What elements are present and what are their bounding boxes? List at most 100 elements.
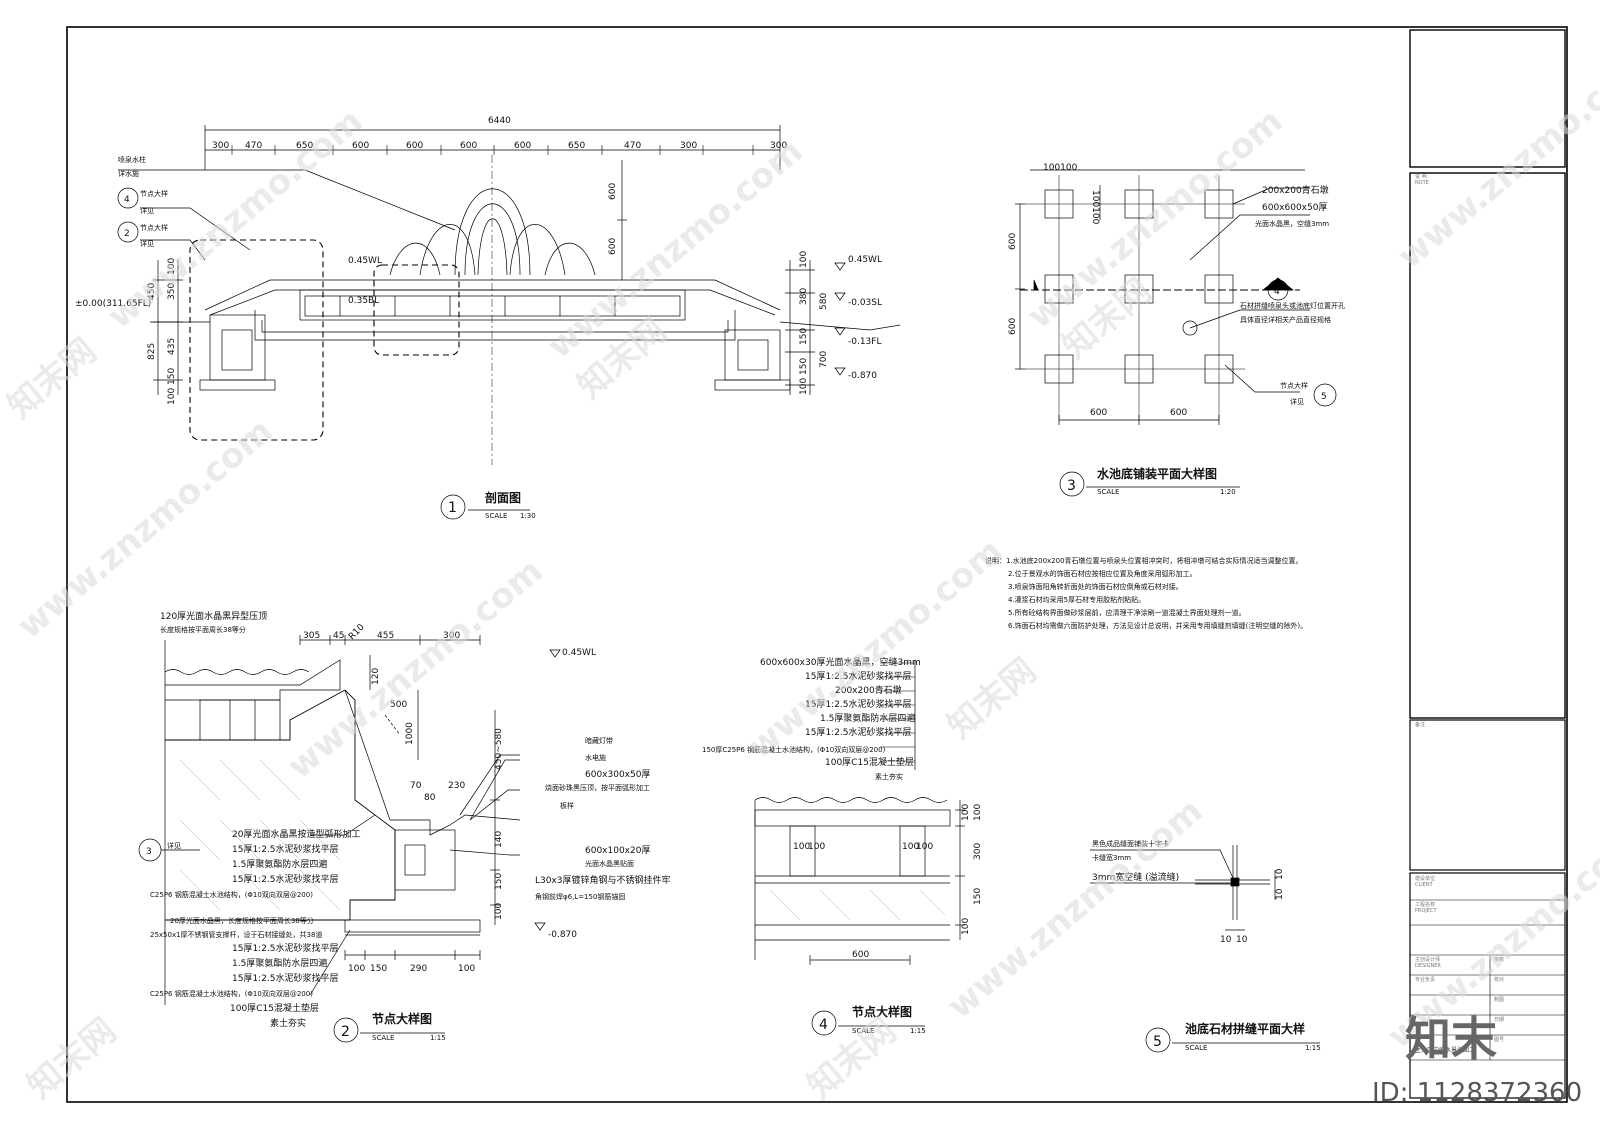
watermark-url-1: www.znzmo.com: [100, 101, 370, 337]
watermark-cn-5: 知末网: [800, 1011, 904, 1107]
s4-dim-7: 100: [973, 804, 983, 821]
s1-level-fl: -0.13FL: [848, 337, 881, 347]
s3-title: 水池底铺装平面大样图: [1097, 466, 1217, 481]
s2-scale: 1:15: [430, 1034, 446, 1042]
s4-title: 节点大样图: [852, 1004, 912, 1019]
s2-bottom-dim-1: 150: [370, 964, 387, 974]
section-2-text: 120厚光面水晶黑异型压顶 长度规格按平面周长38等分 305 45 455 3…: [146, 610, 671, 1042]
s2-lnote-2: 1.5厚聚氨酯防水层四遍: [232, 858, 327, 870]
s3-note-6: 详见: [1290, 397, 1304, 406]
s1-note-see4: 详见: [140, 206, 154, 215]
s2-topnote-0: 120厚光面水晶黑异型压顶: [160, 610, 267, 622]
s4-layer-5: 15厚1:2.5水泥砂浆找平层: [805, 726, 912, 738]
s3-note-4: 具体直径详相关产品直径规格: [1240, 315, 1331, 324]
s2-dim-150: 150: [494, 873, 504, 890]
note-line-2: 3.喷泉饰面阳角转折面处的饰面石材应倒角或石材对接。: [1008, 582, 1183, 591]
s2-level-wl: 0.45WL: [562, 648, 596, 658]
s5-scale-label: SCALE: [1185, 1044, 1207, 1052]
s2-dim-500: 500: [390, 700, 407, 710]
s1-dim-5: 600: [460, 141, 477, 151]
s1-dim-4: 600: [406, 141, 423, 151]
s2-title: 节点大样图: [372, 1011, 432, 1026]
s4-dim-3: 100: [916, 842, 933, 852]
note-line-4: 5.所有砼结构界面做砂浆层前，应清理干净涂刷一道混凝土界面处理剂一道。: [1008, 608, 1246, 617]
s1-ldim-6: 100: [167, 388, 177, 405]
s2-lnote-0: 20厚光面水晶黑按造型弧形加工: [232, 828, 360, 840]
s2-title-number: 2: [341, 1024, 350, 1040]
s5-dim-1: 10: [1275, 888, 1285, 900]
s2-rnote-3: 烧面砂珠黑压顶，按平面弧形加工: [545, 783, 650, 792]
s1-ldim-0: 100: [167, 258, 177, 275]
s2-lnote-3: 15厚1:2.5水泥砂浆找平层: [232, 873, 339, 885]
s4-layer-8: 素土夯实: [875, 772, 903, 781]
s1-ldim-2: 350: [167, 283, 177, 300]
s1-callout-4: 4: [124, 195, 130, 205]
s3-dim-b0: 600: [1090, 408, 1107, 418]
s4-dim-4: 300: [973, 843, 983, 860]
tb-designer-en: DESIGNER: [1415, 963, 1441, 969]
s1-title-number: 1: [448, 500, 457, 516]
s2-lnote-12: 素土夯实: [270, 1017, 306, 1029]
tb-client-label: 建设单位: [1415, 875, 1435, 882]
s1-vdim-0: 600: [608, 183, 618, 200]
title-block-labels: 说 明 NOTE 备注 建设单位 CLIENT 工程名称 PROJECT 主创设…: [1415, 173, 1504, 1054]
s1-dim-9: 300: [680, 141, 697, 151]
s4-dim-600: 600: [852, 950, 869, 960]
s3-callout-5: 5: [1321, 392, 1327, 402]
s3-dim-v2: 600: [1008, 318, 1018, 335]
s2-dim-80: 80: [424, 793, 436, 803]
s1-note-jet: 喷泉水柱: [118, 155, 146, 164]
s1-ldim-3: 825: [147, 343, 157, 360]
s2-lnote-5: 20厚光面水晶黑，长度规格按平面周长38等分: [170, 916, 314, 925]
s4-layer-7: 100厚C15混凝土垫层: [825, 756, 914, 768]
s2-top-dim-2: 455: [377, 631, 394, 641]
watermark-url-2: www.znzmo.com: [540, 131, 810, 367]
s1-dim-2: 650: [296, 141, 313, 151]
s1-callout-2: 2: [124, 229, 130, 239]
tb-designer-label: 主创设计师: [1415, 956, 1440, 963]
s4-title-number: 4: [819, 1017, 828, 1033]
s1-dim-8: 470: [624, 141, 641, 151]
tb-draw-label: 制图: [1494, 996, 1504, 1003]
s2-lnote-10: C25P6 钢筋混凝土水池结构，(Φ10双向双层@200): [150, 989, 313, 998]
title-block: [1409, 29, 1566, 1099]
s5-dim-3: 10: [1236, 935, 1248, 945]
section-1-drawing: [117, 125, 901, 520]
s1-level-datum: ±0.00(311.65FL): [75, 299, 151, 309]
s2-scale-label: SCALE: [372, 1034, 394, 1042]
s1-rdim-4: 700: [819, 351, 829, 368]
s4-dim-2: 100: [902, 842, 919, 852]
s3-dim-v0: 100100: [1090, 190, 1100, 225]
s4-dim-6: 100: [961, 804, 971, 821]
s4-layer-2: 200x200青石墩: [835, 684, 902, 696]
section-1-text: 6440 300 470 650 600 600 600 600 650 470…: [75, 116, 882, 520]
s1-level-bottom: -0.870: [848, 371, 877, 381]
s4-scale: 1:15: [910, 1027, 926, 1035]
s1-rdim-5: 150: [799, 358, 809, 375]
s3-dim-b1: 600: [1170, 408, 1187, 418]
s2-lnote-4: C25P6 钢筋混凝土水池结构，(Φ10双向双层@200): [150, 890, 313, 899]
s1-dim-0: 300: [212, 141, 229, 151]
watermark-cn-1: 知末网: [0, 331, 104, 427]
section-5-text: 黑色成品缝面铺装十字卡 卡缝宽3mm 3mm宽空缝 (溢流缝) 10 10 10…: [1092, 839, 1321, 1052]
s1-scale-label: SCALE: [485, 512, 507, 520]
s2-lnote-9: 15厚1:2.5水泥砂浆找平层: [232, 972, 339, 984]
s2-dim-120: 120: [371, 668, 381, 685]
s1-dim-1: 470: [245, 141, 262, 151]
s1-vdim-1: 600: [608, 238, 618, 255]
s2-lnote-7: 15厚1:2.5水泥砂浆找平层: [232, 942, 339, 954]
s2-rnote-1: 水电施: [585, 753, 606, 762]
tb-lead-label: 专业负责: [1415, 976, 1435, 983]
s2-dim-230: 230: [448, 781, 465, 791]
watermark-url-9: www.znzmo.com: [1390, 41, 1600, 277]
section-4-text: 600x600x30厚光面水晶黑，空缝3mm 15厚1:2.5水泥砂浆找平层 2…: [702, 656, 983, 1035]
s3-dim-top: 100100: [1043, 163, 1078, 173]
s4-layer-4: 1.5厚聚氨酯防水层四遍: [820, 712, 915, 724]
s4-layer-6: 150厚C25P6 钢筋混凝土水池结构，(Φ10双向双层@200): [702, 745, 886, 754]
tb-project-label: 工程名称: [1415, 901, 1435, 908]
s1-note-detail2: 节点大样: [140, 223, 168, 232]
s2-top-dim-3: 300: [443, 631, 460, 641]
s2-rnote-6: 光面水晶黑贴面: [585, 859, 634, 868]
watermark-url-5: www.znzmo.com: [280, 551, 550, 787]
